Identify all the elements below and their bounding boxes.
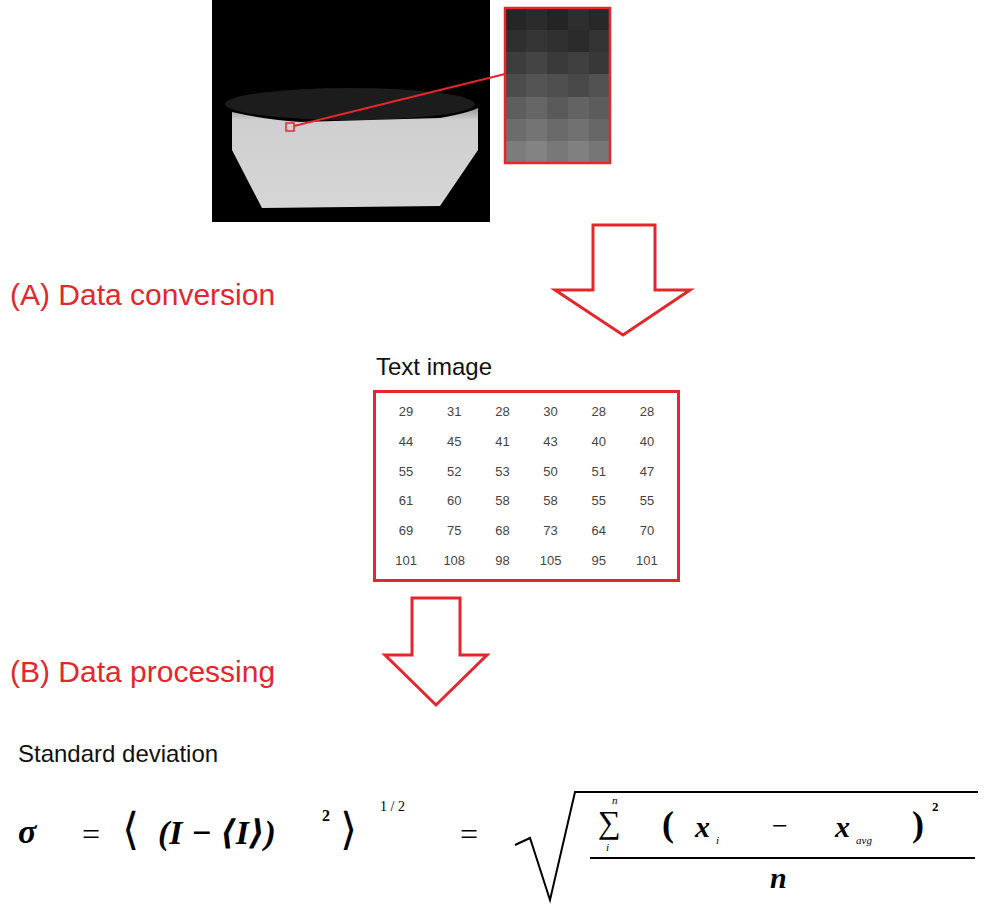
formula-symbol: x — [835, 812, 850, 842]
table-cell: 70 — [623, 516, 671, 546]
table-cell: 75 — [430, 516, 478, 546]
table-cell: 101 — [382, 545, 430, 575]
table-cell: 55 — [575, 486, 623, 516]
step-heading: (A) Data conversion — [10, 280, 275, 310]
table-cell: 108 — [430, 545, 478, 575]
table-cell: 101 — [623, 545, 671, 575]
table-cell: 28 — [478, 397, 526, 427]
formula-sum: ∑ — [598, 806, 621, 838]
table-cell: 40 — [623, 427, 671, 457]
formula-exponent: 1 / 2 — [380, 800, 405, 814]
table-cell: 55 — [382, 456, 430, 486]
formula-limit: i — [606, 842, 609, 853]
box-heading: Text image — [376, 355, 492, 379]
formula-exponent: 2 — [932, 800, 939, 813]
image-shadow — [225, 88, 475, 120]
table-cell: 61 — [382, 486, 430, 516]
formula-bracket: ⟩ — [340, 808, 357, 852]
table-cell: 45 — [430, 427, 478, 457]
table-cell: 95 — [575, 545, 623, 575]
fraction-bar — [590, 857, 975, 859]
part-shape — [232, 108, 478, 208]
flow-arrow — [555, 225, 690, 335]
table-cell: 98 — [478, 545, 526, 575]
flow-arrow — [385, 598, 487, 705]
text-image-box: Text image293128302828444541434040555253… — [373, 390, 680, 582]
table-cell: 55 — [623, 486, 671, 516]
formula-bracket: ⟨ — [122, 808, 139, 852]
zoom-pixels — [505, 8, 610, 163]
table-cell: 40 — [575, 427, 623, 457]
formula-exponent: 2 — [322, 808, 330, 824]
zoom-marker — [286, 123, 294, 131]
formula-symbol: x — [695, 812, 710, 842]
table-cell: 58 — [527, 486, 575, 516]
table-cell: 58 — [478, 486, 526, 516]
formula-operator: − — [772, 812, 788, 840]
table-cell: 28 — [623, 397, 671, 427]
formula-operator: = — [82, 818, 100, 850]
table-cell: 41 — [478, 427, 526, 457]
zoom-frame — [505, 8, 610, 163]
formula-subscript: i — [716, 835, 719, 846]
table-cell: 30 — [527, 397, 575, 427]
table-cell: 69 — [382, 516, 430, 546]
table-cell: 44 — [382, 427, 430, 457]
table-cell: 68 — [478, 516, 526, 546]
formula-bracket: ) — [912, 806, 924, 842]
table-cell: 28 — [575, 397, 623, 427]
table-cell: 73 — [527, 516, 575, 546]
table-cell: 43 — [527, 427, 575, 457]
zoom-line — [294, 74, 505, 126]
table-cell: 50 — [527, 456, 575, 486]
formula-symbol: σ — [18, 815, 36, 849]
table-cell: 52 — [430, 456, 478, 486]
table-cell: 29 — [382, 397, 430, 427]
table-cell: 31 — [430, 397, 478, 427]
table-cell: 53 — [478, 456, 526, 486]
table-cell: 60 — [430, 486, 478, 516]
step-heading: (B) Data processing — [10, 657, 275, 687]
value-grid: 2931283028284445414340405552535051476160… — [376, 393, 677, 579]
formula-subscript: avg — [856, 835, 872, 846]
formula-term: (I − ⟨I⟩) — [158, 816, 276, 850]
table-cell: 105 — [527, 545, 575, 575]
formula-symbol: n — [770, 863, 787, 893]
formula-operator: = — [460, 818, 478, 850]
formula-limit: n — [612, 795, 618, 806]
table-cell: 64 — [575, 516, 623, 546]
sqrt-sign — [515, 792, 978, 900]
table-cell: 51 — [575, 456, 623, 486]
table-cell: 47 — [623, 456, 671, 486]
formula-bracket: ( — [662, 806, 674, 842]
formula-title: Standard deviation — [18, 742, 218, 766]
